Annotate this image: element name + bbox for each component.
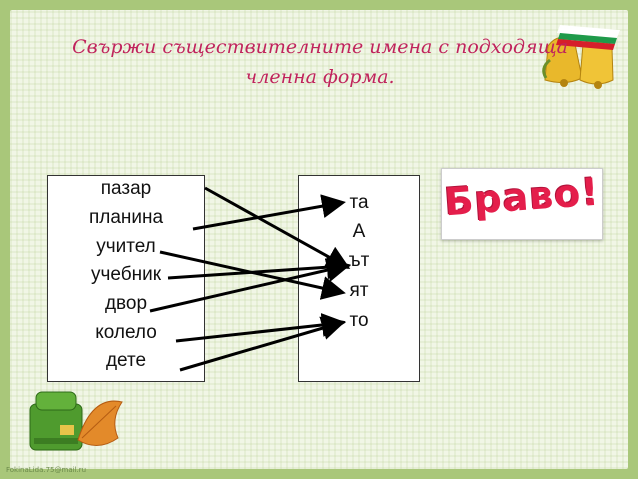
article-item[interactable]: та <box>349 192 369 213</box>
article-item[interactable]: то <box>349 310 369 331</box>
article-item[interactable]: А <box>352 221 366 242</box>
connection-arrow <box>192 194 346 231</box>
articles-box: та А ът ят то <box>298 175 420 382</box>
school-bag-icon <box>29 391 83 451</box>
bravo-card: Браво! <box>441 168 603 240</box>
noun-item[interactable]: пазар <box>100 178 152 199</box>
noun-item[interactable]: дете <box>105 350 147 371</box>
connection-arrow <box>175 313 346 343</box>
article-item[interactable]: ят <box>349 280 369 301</box>
noun-item[interactable]: учител <box>96 236 156 257</box>
title-line-1: Свържи съществителните имена с подходяща <box>72 36 568 58</box>
author-credit: FokinaLida.75@mail.ru <box>6 466 87 474</box>
connection-arrow <box>167 255 351 280</box>
noun-item[interactable]: планина <box>88 207 164 228</box>
noun-item[interactable]: двор <box>104 293 148 314</box>
title-line-2: членна форма. <box>245 66 395 88</box>
noun-item[interactable]: колело <box>95 322 157 343</box>
bravo-text: Браво! <box>442 169 601 225</box>
leaf-icon <box>77 400 123 446</box>
bell-icon <box>542 25 620 89</box>
noun-item[interactable]: учебник <box>90 264 162 285</box>
connection-arrow <box>179 316 346 372</box>
instruction-title: Свържи съществителните имена с подходяща… <box>40 32 600 92</box>
connection-arrow <box>149 258 351 313</box>
connection-arrow <box>204 186 351 269</box>
article-item[interactable]: ът <box>348 250 370 271</box>
